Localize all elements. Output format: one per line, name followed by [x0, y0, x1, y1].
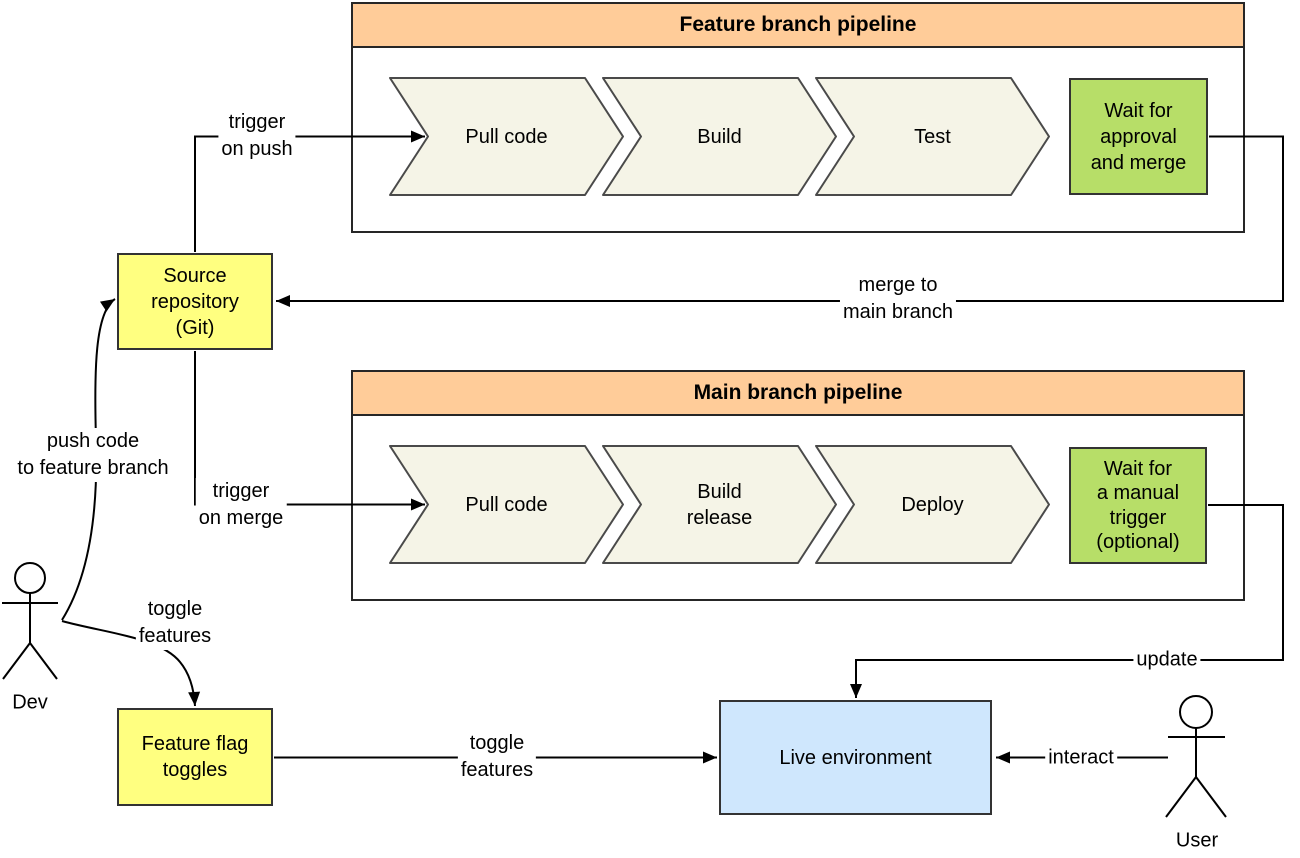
main-pipeline-header: Main branch pipeline: [353, 372, 1243, 416]
label-update: update: [1133, 646, 1201, 674]
chevron-main-pull-code: [389, 445, 624, 564]
edge-update: [850, 504, 1284, 698]
user-head: [1179, 695, 1213, 729]
feature-stage-build: Build: [697, 125, 742, 148]
label-toggle-features-dev: toggle features: [135, 596, 215, 650]
user-figure: [1165, 695, 1227, 818]
label-interact: interact: [1045, 744, 1117, 772]
main-stage-deploy: Deploy: [901, 493, 964, 516]
feature-flag-toggles-label: Feature flag toggles: [141, 733, 249, 781]
label-toggle-features-mid: toggle features: [457, 730, 537, 784]
feature-wait-approval-node: Wait for approval and merge: [1069, 78, 1208, 195]
source-repository-label: Source repository (Git): [151, 264, 239, 339]
main-wait-trigger-node: Wait for a manual trigger (optional): [1069, 447, 1207, 564]
feature-pipeline-title: Feature branch pipeline: [679, 13, 917, 36]
dev-label: Dev: [12, 691, 48, 714]
user-label: User: [1175, 829, 1219, 852]
live-environment-label: Live environment: [779, 746, 932, 769]
main-stage-build-release: Build release: [686, 480, 753, 529]
chevron-feature-pull-code: [389, 77, 624, 196]
chevron-feature-test: [815, 77, 1050, 196]
label-merge-to-main: merge to main branch: [839, 272, 957, 326]
dev-figure: [2, 562, 58, 680]
edge-trigger-on-merge: [194, 351, 425, 511]
feature-flag-toggles-node: Feature flag toggles: [117, 708, 273, 806]
chevron-feature-build: [602, 77, 837, 196]
label-trigger-on-push: trigger on push: [218, 109, 296, 163]
feature-stage-test: Test: [914, 125, 951, 148]
live-environment-node: Live environment: [719, 700, 992, 815]
label-trigger-on-merge: trigger on merge: [195, 478, 287, 532]
source-repository-node: Source repository (Git): [117, 253, 273, 350]
main-stage-pull-code: Pull code: [465, 493, 548, 516]
chevron-main-deploy: [815, 445, 1050, 564]
feature-wait-approval-label: Wait for approval and merge: [1090, 99, 1187, 174]
edge-merge-to-main: [276, 135, 1284, 307]
chevron-main-build-release: [602, 445, 837, 564]
feature-stage-pull-code: Pull code: [465, 125, 548, 148]
label-push-code: push code to feature branch: [14, 428, 172, 482]
feature-pipeline-header: Feature branch pipeline: [353, 4, 1243, 48]
main-wait-trigger-label: Wait for a manual trigger (optional): [1096, 457, 1180, 553]
edge-trigger-on-push: [194, 130, 425, 252]
dev-head: [14, 562, 46, 594]
main-pipeline-title: Main branch pipeline: [693, 381, 903, 404]
edge-toggle-features-dev: [61, 620, 201, 707]
